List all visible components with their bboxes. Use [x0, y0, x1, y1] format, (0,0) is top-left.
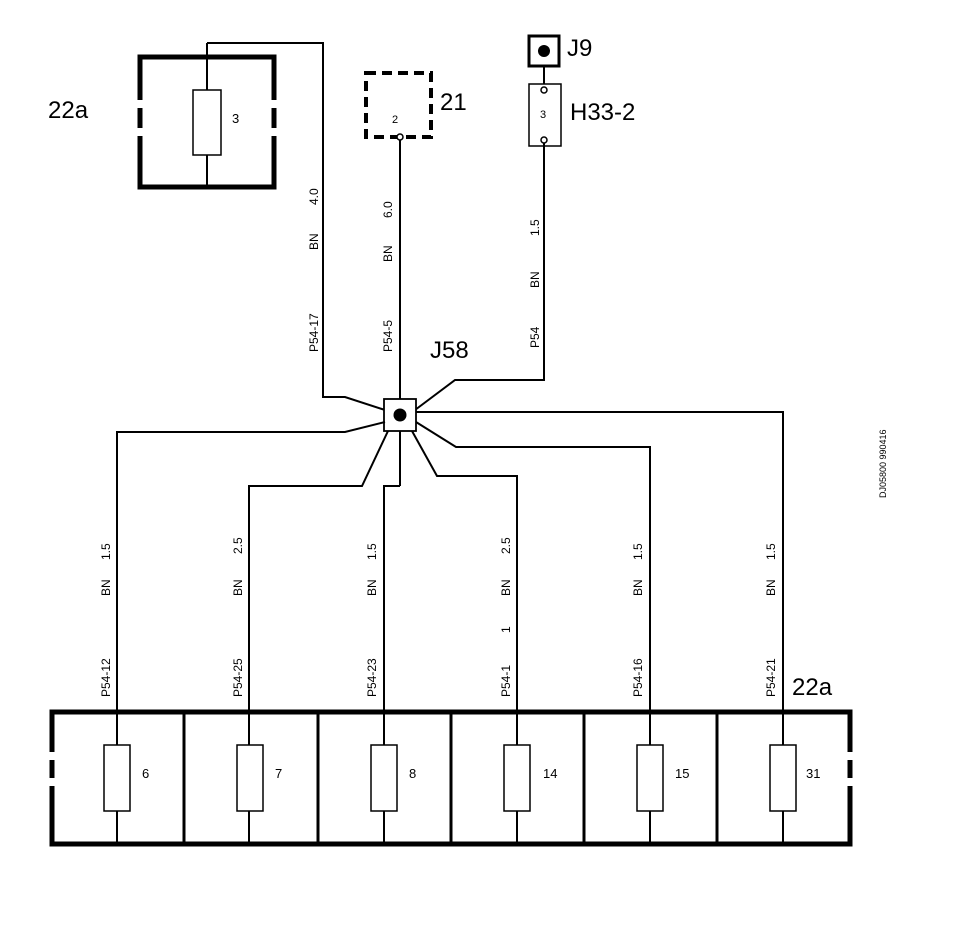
- component-21-label: 21: [440, 89, 467, 116]
- bottom-fusebox: 6 7 8 14 15 31 22a: [46, 674, 856, 847]
- j58-dot: [393, 408, 407, 422]
- wire-color: BN: [99, 579, 113, 596]
- wire-size: 1.5: [631, 543, 645, 560]
- wire-color: BN: [631, 579, 645, 596]
- fuse-number: 8: [409, 766, 416, 781]
- wire-id: P54-17: [307, 313, 321, 352]
- fuse-14: [503, 744, 531, 812]
- j9-dot: [538, 45, 550, 57]
- wire-size: 1.5: [528, 219, 542, 236]
- wire-size: 1.5: [764, 543, 778, 560]
- connector-h33-2: 3 H33-2: [528, 83, 635, 147]
- fuse-6: [103, 744, 131, 812]
- component-21: 2 21: [364, 71, 467, 141]
- h33-pin: 3: [540, 109, 546, 121]
- wire-color: BN: [307, 233, 321, 250]
- wire-id: P54-23: [365, 658, 379, 697]
- component-21-pin: 2: [392, 114, 398, 126]
- j58-label: J58: [430, 337, 469, 364]
- wire-size: 2.5: [499, 537, 513, 554]
- fuse-number: 6: [142, 766, 149, 781]
- h33-label: H33-2: [570, 99, 635, 126]
- top-wires: [207, 42, 545, 411]
- wire-size: 6.0: [381, 201, 395, 218]
- h33-frame: [528, 83, 562, 147]
- wire-id: P54-25: [231, 658, 245, 697]
- fuse-number: 7: [275, 766, 282, 781]
- wire-id: P54-16: [631, 658, 645, 697]
- wire-color: BN: [381, 245, 395, 262]
- splice-j58: J58: [383, 337, 469, 432]
- connector-j9: J9: [527, 34, 592, 84]
- wire-color: BN: [528, 271, 542, 288]
- wire-id: P54-1: [499, 665, 513, 697]
- wire-size: 1.5: [365, 543, 379, 560]
- bottom-wires: [116, 411, 784, 845]
- wire-color: BN: [499, 579, 513, 596]
- wire-size: 1.5: [99, 543, 113, 560]
- fuse-number: 31: [806, 766, 820, 781]
- reference-code: DJ05800 990416: [878, 429, 888, 498]
- component-21-frame: [364, 71, 433, 139]
- top-fusebox: 3 22a: [48, 43, 280, 190]
- fuse-7: [236, 744, 264, 812]
- fuse-31: [769, 744, 797, 812]
- top-fuse-number: 3: [232, 111, 239, 126]
- bottom-fusebox-label: 22a: [792, 674, 833, 701]
- fuse-15: [636, 744, 664, 812]
- wire-size: 4.0: [307, 188, 321, 205]
- wire-extra: 1: [499, 626, 513, 633]
- wire-color: BN: [365, 579, 379, 596]
- top-fusebox-label: 22a: [48, 97, 89, 124]
- wire-id: P54-5: [381, 320, 395, 352]
- top-fuse: [192, 89, 222, 156]
- top-wire-labels: 4.0 BN P54-17 6.0 BN P54-5 1.5 BN P54: [307, 188, 542, 352]
- component-21-terminal: [396, 133, 404, 141]
- wire-id: P54-21: [764, 658, 778, 697]
- bottom-wire-labels: 1.5 BN P54-12 2.5 BN P54-25 1.5 BN P54-2…: [99, 537, 778, 697]
- fuse-8: [370, 744, 398, 812]
- wire-id: P54: [528, 326, 542, 348]
- wire-color: BN: [764, 579, 778, 596]
- top-fusebox-frame: [137, 54, 277, 190]
- wire-id: P54-12: [99, 658, 113, 697]
- wire-size: 2.5: [231, 537, 245, 554]
- fuse-number: 14: [543, 766, 557, 781]
- j9-label: J9: [567, 35, 592, 62]
- fuse-number: 15: [675, 766, 689, 781]
- wire-color: BN: [231, 579, 245, 596]
